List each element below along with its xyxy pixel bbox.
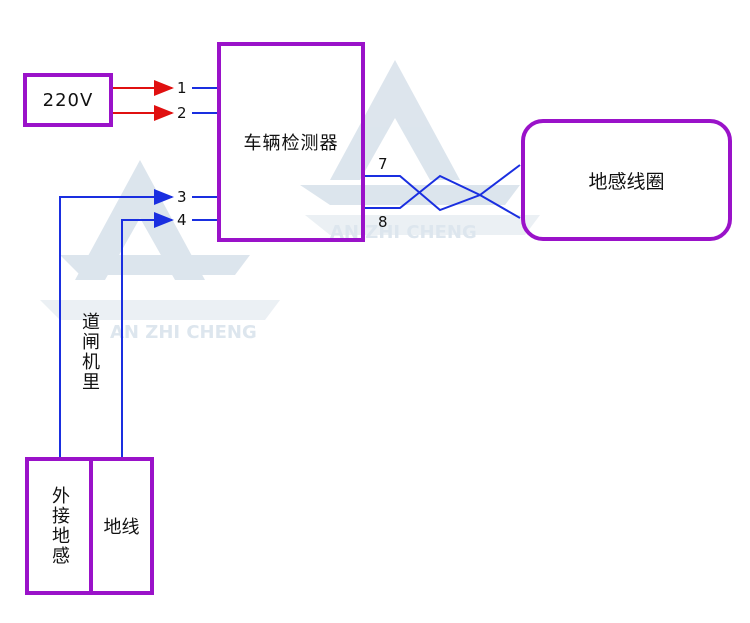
terminal-1-label: 1 <box>177 79 187 97</box>
watermark-logo-left <box>40 160 280 320</box>
power-source-label: 220V <box>42 89 94 111</box>
vehicle-detector-box: 车辆检测器 <box>217 42 365 242</box>
terminal-3-label: 3 <box>177 188 187 206</box>
power-source-box: 220V <box>23 73 113 127</box>
terminal-8-label: 8 <box>378 213 388 231</box>
loop-coil-label: 地感线圈 <box>588 170 665 193</box>
sensor-wire-3 <box>59 189 174 458</box>
ground-wire-4 <box>121 212 174 458</box>
watermark-text-right: AN ZHI CHENG <box>330 222 477 243</box>
ground-wire-box: 地线 <box>89 457 154 595</box>
barrier-note: 道闸机里 <box>79 312 100 392</box>
loop-wire-8 <box>365 174 521 219</box>
loop-coil-box: 地感线圈 <box>521 119 732 241</box>
external-sensor-box: 外接地感 <box>25 457 93 595</box>
loop-wire-7 <box>365 164 521 212</box>
terminal-7-label: 7 <box>378 155 388 173</box>
ground-wire-label: 地线 <box>103 517 140 538</box>
watermark-text-left: AN ZHI CHENG <box>110 322 257 343</box>
vehicle-detector-label: 车辆检测器 <box>243 133 339 154</box>
terminal-4-label: 4 <box>177 211 187 229</box>
external-sensor-label: 外接地感 <box>49 486 70 566</box>
terminal-2-label: 2 <box>177 104 187 122</box>
